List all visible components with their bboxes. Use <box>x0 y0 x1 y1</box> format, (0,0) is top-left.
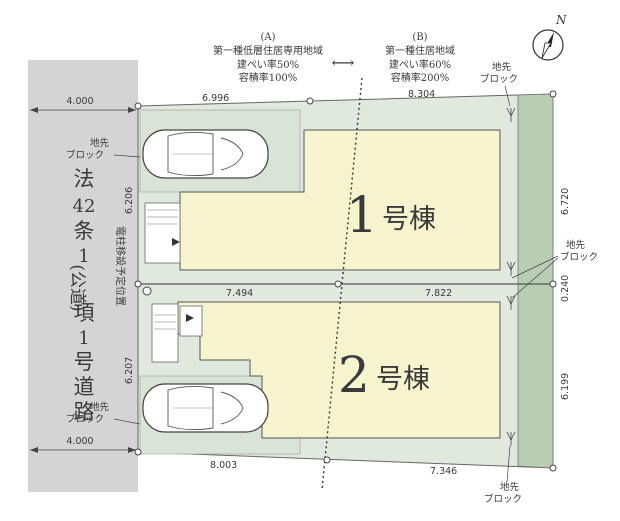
road-char: 道 <box>74 375 95 399</box>
dim-top-right: 8.304 <box>408 89 435 100</box>
dim-middle-right: 7.822 <box>425 288 452 299</box>
dim-top-left: 6.996 <box>202 93 229 104</box>
dim-right-upper: 6.720 <box>560 188 571 215</box>
zone-arrow: ⟷ <box>332 53 355 72</box>
zone-a-labels: (A) 第一種低層住居専用地域 建ぺい率50% 容積率100% <box>213 32 323 84</box>
dim-left-lower: 6.207 <box>124 357 135 384</box>
car-1-icon <box>142 129 269 179</box>
entry-2-arrow <box>186 314 194 322</box>
north-label: N <box>555 13 567 27</box>
note-line: 地先 <box>566 239 586 251</box>
entry-2-box <box>179 305 203 337</box>
note-line: 地先 <box>500 481 520 493</box>
zone-a-bcr: 建ぺい率50% <box>237 58 299 71</box>
road-name: 法 42 条 1 項 1 号 道 路 <box>73 167 96 424</box>
road-char: 条 <box>74 219 95 243</box>
note-line: ブロック <box>560 251 598 263</box>
zone-b-bcr: 建ぺい率60% <box>389 58 451 71</box>
pole-relocation-note: 電柱移設予定位置 <box>114 226 127 306</box>
zone-b-id: (B) <box>412 32 427 43</box>
zone-a-id: (A) <box>260 32 275 43</box>
road-char: 1 <box>78 328 89 349</box>
dim-middle-left: 7.494 <box>226 288 253 299</box>
zone-a-far: 容積率100% <box>239 71 298 84</box>
block-note-bottom: 地先 ブロック <box>484 445 522 505</box>
building-1-number: 1 <box>346 186 378 244</box>
note-line: 地先 <box>90 401 110 413</box>
note-line: ブロック <box>66 149 104 161</box>
building-2-label: 2 号棟 <box>338 346 430 404</box>
north-arrow-icon <box>532 29 564 61</box>
arrow-head-icon <box>128 107 136 113</box>
arrow-head-icon <box>30 447 38 453</box>
arrow-head-icon <box>30 107 38 113</box>
road-char: 42 <box>73 196 96 217</box>
zone-b-far: 容積率200% <box>391 71 450 84</box>
building-2-number: 2 <box>338 346 370 404</box>
porch-2-steps <box>154 314 176 330</box>
note-line: ブロック <box>484 493 522 505</box>
dim-left-upper: 6.206 <box>124 187 135 214</box>
note-line: 地先 <box>492 61 512 73</box>
road-char: 号 <box>74 350 95 374</box>
dim-bottom-left: 8.003 <box>210 460 237 471</box>
boundary-markers <box>134 90 557 472</box>
building-1-footprint <box>179 129 501 271</box>
car-2-icon <box>142 383 269 433</box>
zone-b-labels: (B) 第一種住居地域 建ぺい率60% 容積率200% <box>385 32 455 84</box>
note-line: ブロック <box>66 413 104 425</box>
block-note-left-bottom: 地先 ブロック <box>66 401 141 425</box>
dim-setback: 0.240 <box>560 275 571 302</box>
block-note-mid-right: 地先 ブロック <box>511 239 598 299</box>
building-2-suffix: 号棟 <box>376 364 430 395</box>
note-line: 地先 <box>90 137 110 149</box>
green-strip <box>517 93 554 469</box>
road-char: 1 <box>78 246 89 267</box>
block-note-top-right: 地先 ブロック <box>480 61 518 107</box>
arrow-head-icon <box>128 447 136 453</box>
road-char: 項 <box>74 301 95 325</box>
porch-2 <box>151 303 179 363</box>
dim-bottom-right: 7.346 <box>430 466 457 477</box>
road-public: (公道) <box>67 264 87 311</box>
note-line: ブロック <box>480 73 518 85</box>
zone-a-name: 第一種低層住居専用地域 <box>213 44 323 57</box>
building-1-suffix: 号棟 <box>382 204 436 235</box>
road-char: 法 <box>74 167 95 191</box>
dim-right-lower: 6.199 <box>560 373 571 400</box>
porch-1 <box>144 202 181 264</box>
road-char: 路 <box>74 400 95 424</box>
road-width-top: 4.000 <box>66 96 93 107</box>
porch-1-steps <box>147 209 178 225</box>
entry-1-arrow <box>172 238 180 246</box>
block-symbols <box>506 107 516 446</box>
zone-b-name: 第一種住居地域 <box>385 44 455 57</box>
road-width-bottom: 4.000 <box>66 436 93 447</box>
block-note-left-top: 地先 ブロック <box>66 137 141 161</box>
building-1-label: 1 号棟 <box>346 186 436 244</box>
